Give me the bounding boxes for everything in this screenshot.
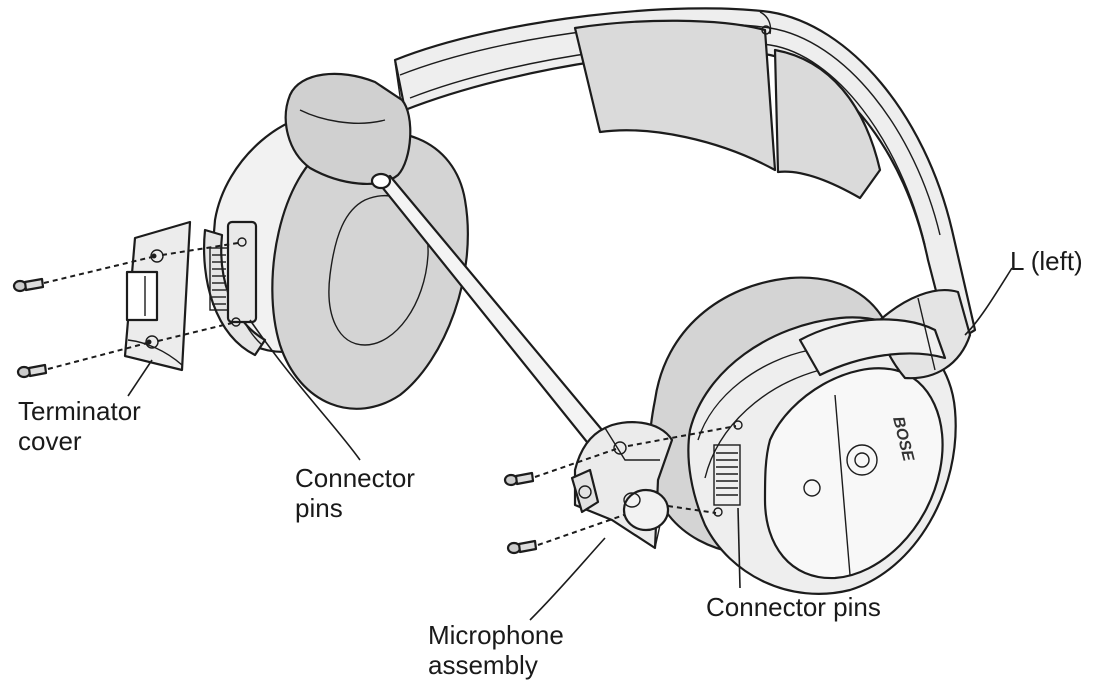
microphone-windscreen bbox=[284, 72, 412, 186]
terminator-cover-part bbox=[123, 220, 192, 372]
screw-right-bottom bbox=[506, 539, 538, 555]
callout-left-side: L (left) bbox=[1010, 246, 1083, 276]
right-yoke bbox=[798, 289, 972, 380]
leader-lines bbox=[127, 267, 1013, 621]
screws bbox=[12, 277, 538, 555]
callout-connector-pins-right: Connector pins bbox=[706, 592, 881, 622]
callout-connector-pins-left: Connector pins bbox=[295, 463, 415, 523]
right-ear-cup: BOSE bbox=[687, 316, 957, 595]
alignment-lines bbox=[43, 242, 737, 546]
left-ear-cushion bbox=[271, 131, 469, 410]
screw-left-top bbox=[12, 277, 45, 293]
callout-microphone-assembly: Microphone assembly bbox=[428, 620, 564, 680]
screw-left-bottom bbox=[16, 363, 48, 379]
headband bbox=[393, 7, 977, 347]
callout-terminator-cover: Terminator cover bbox=[18, 396, 141, 456]
microphone-assembly-part bbox=[570, 421, 674, 550]
screw-right-top bbox=[503, 471, 535, 487]
